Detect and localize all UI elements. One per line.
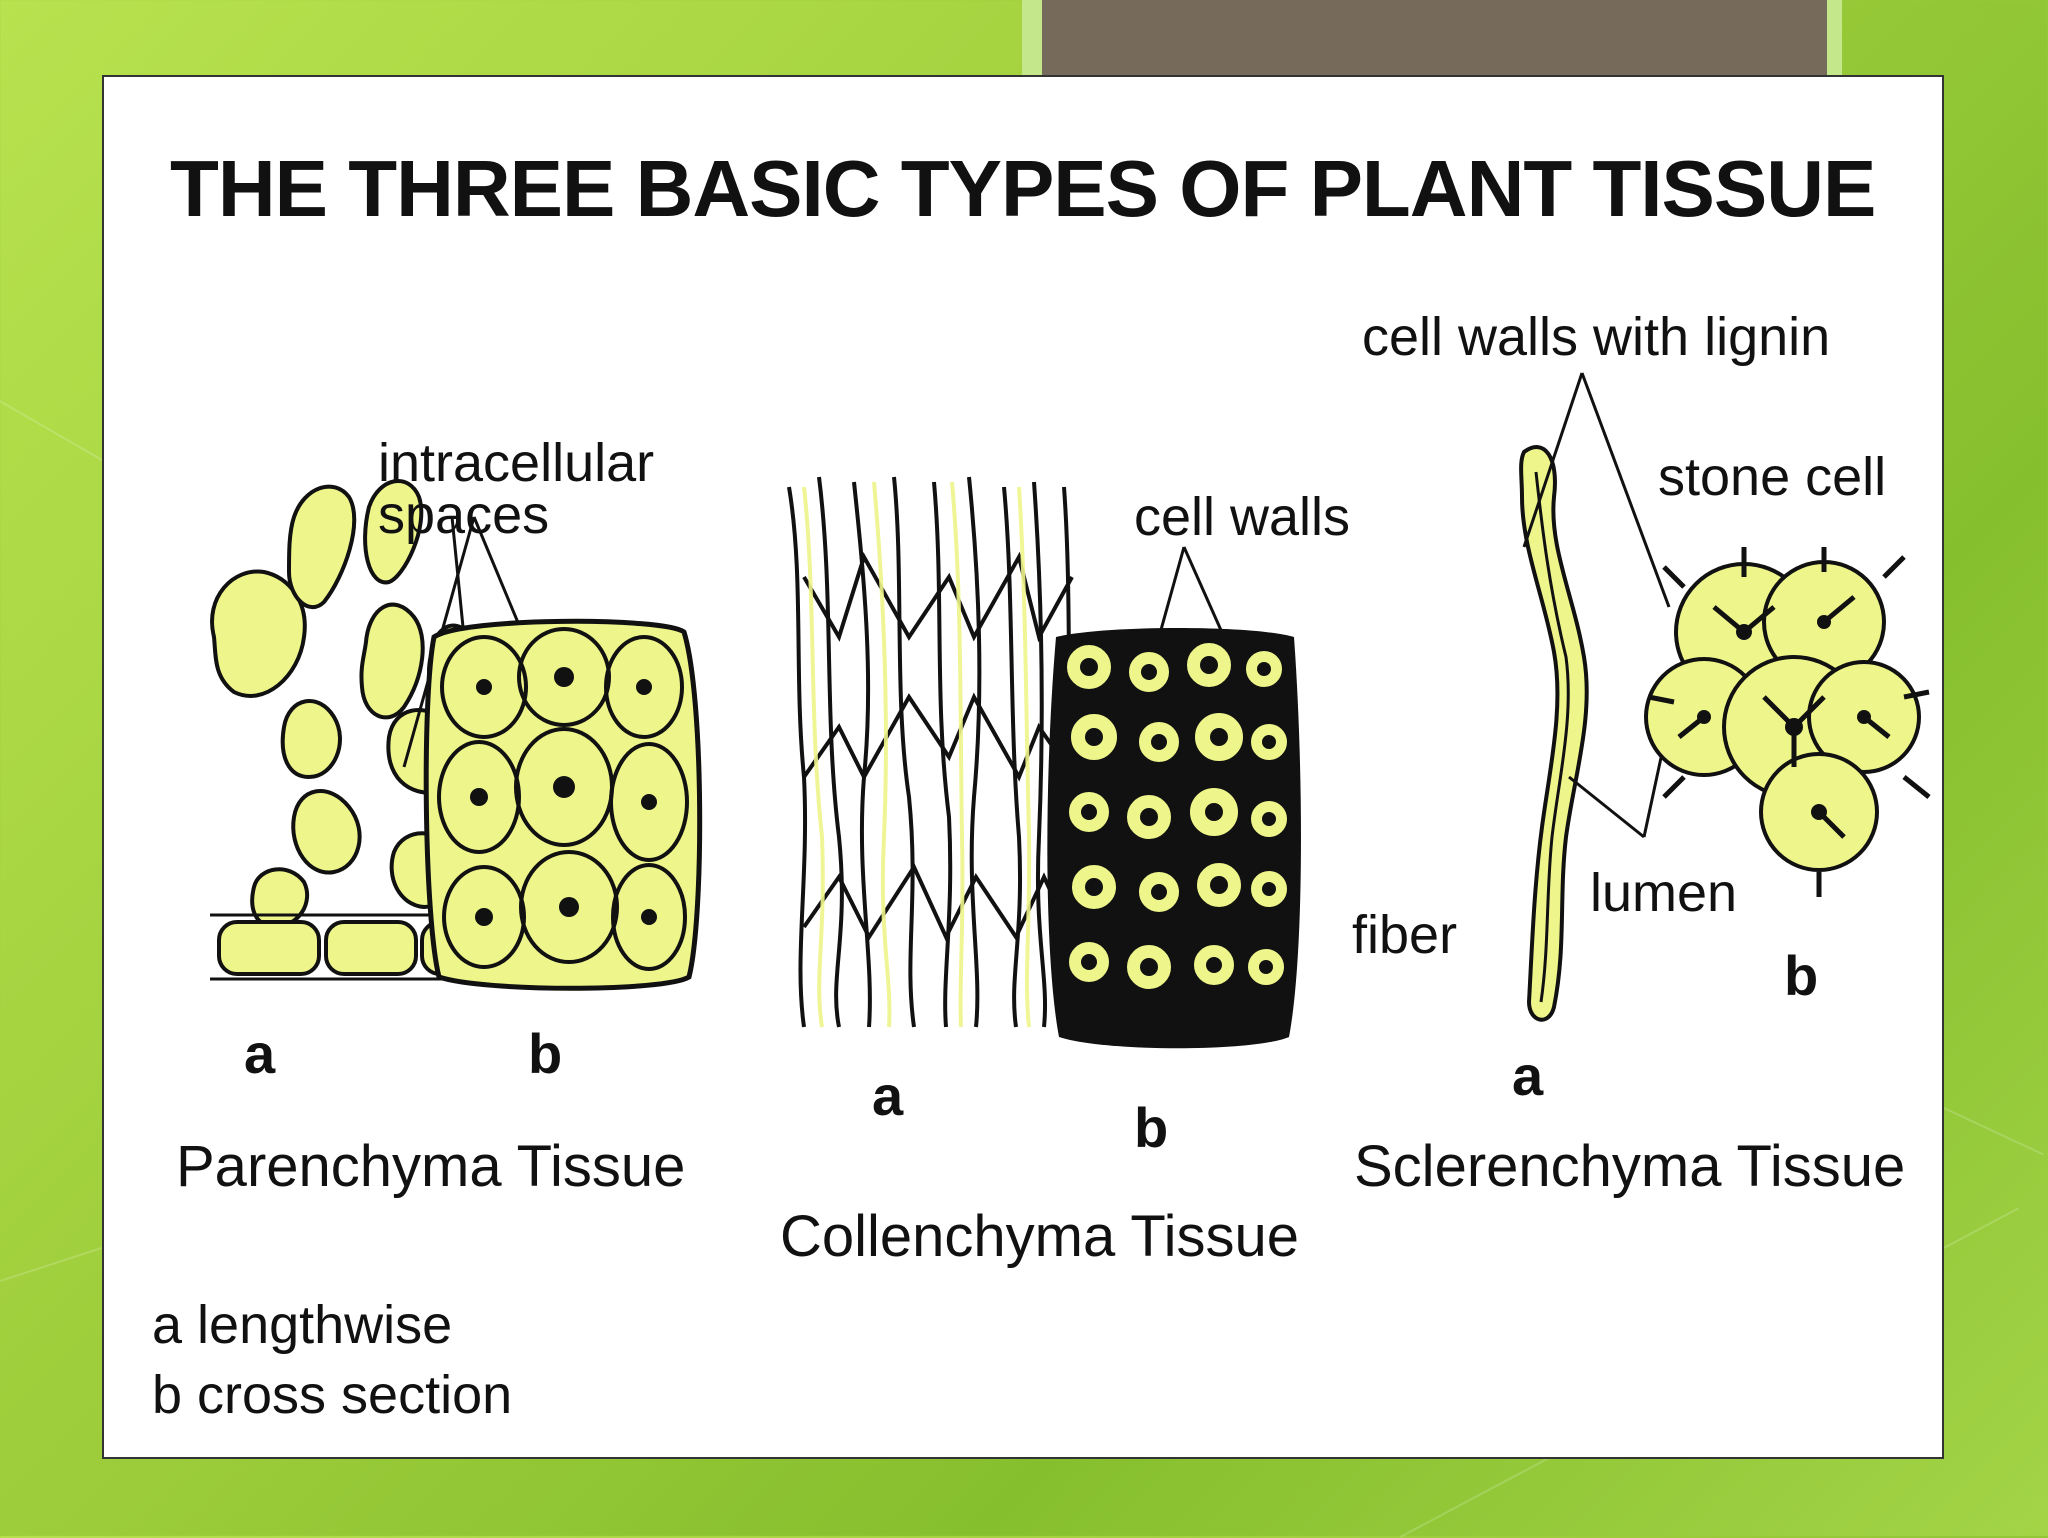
parenchyma-callout-line1: intracellular <box>378 433 655 493</box>
collenchyma-callout-lines <box>1157 546 1226 638</box>
collenchyma-lengthwise-fill <box>802 481 1032 1028</box>
collenchyma-label-b: b <box>1134 1096 1169 1159</box>
parenchyma-name: Parenchyma Tissue <box>176 1134 686 1199</box>
sclerenchyma-callout-lignin: cell walls with lignin <box>1362 307 1831 367</box>
sclerenchyma-callout-lumen: lumen <box>1590 863 1738 923</box>
collenchyma-name: Collenchyma Tissue <box>780 1204 1299 1269</box>
tissue-illustration <box>210 372 1931 1049</box>
slide-title: THE THREE BASIC TYPES OF PLANT TISSUE <box>170 144 1876 233</box>
collenchyma-lengthwise-drawing <box>787 476 1078 1028</box>
collenchyma-callout: cell walls <box>1134 487 1351 547</box>
legend-line1: a lengthwise <box>152 1295 453 1355</box>
parenchyma-label-b: b <box>528 1022 563 1085</box>
parenchyma-callout-line2: spaces <box>378 485 550 545</box>
collenchyma-cross-section-drawing <box>1047 628 1301 1049</box>
sclerenchyma-label-a: a <box>1512 1044 1544 1107</box>
collenchyma-label-a: a <box>872 1064 904 1127</box>
parenchyma-label-a: a <box>244 1022 276 1085</box>
sclerenchyma-label-b: b <box>1784 944 1819 1007</box>
sclerenchyma-name: Sclerenchyma Tissue <box>1354 1134 1906 1199</box>
sclerenchyma-callout-stone: stone cell <box>1658 447 1887 507</box>
header-tab <box>1042 0 1827 84</box>
parenchyma-cross-section-drawing <box>423 618 703 991</box>
legend-line2: b cross section <box>152 1365 513 1425</box>
slide-content: THE THREE BASIC TYPES OF PLANT TISSUE <box>102 75 1944 1459</box>
sclerenchyma-callout-fiber: fiber <box>1352 905 1458 965</box>
sclerenchyma-fiber-drawing <box>1519 445 1589 1022</box>
stone-cell-drawing <box>1644 547 1931 897</box>
